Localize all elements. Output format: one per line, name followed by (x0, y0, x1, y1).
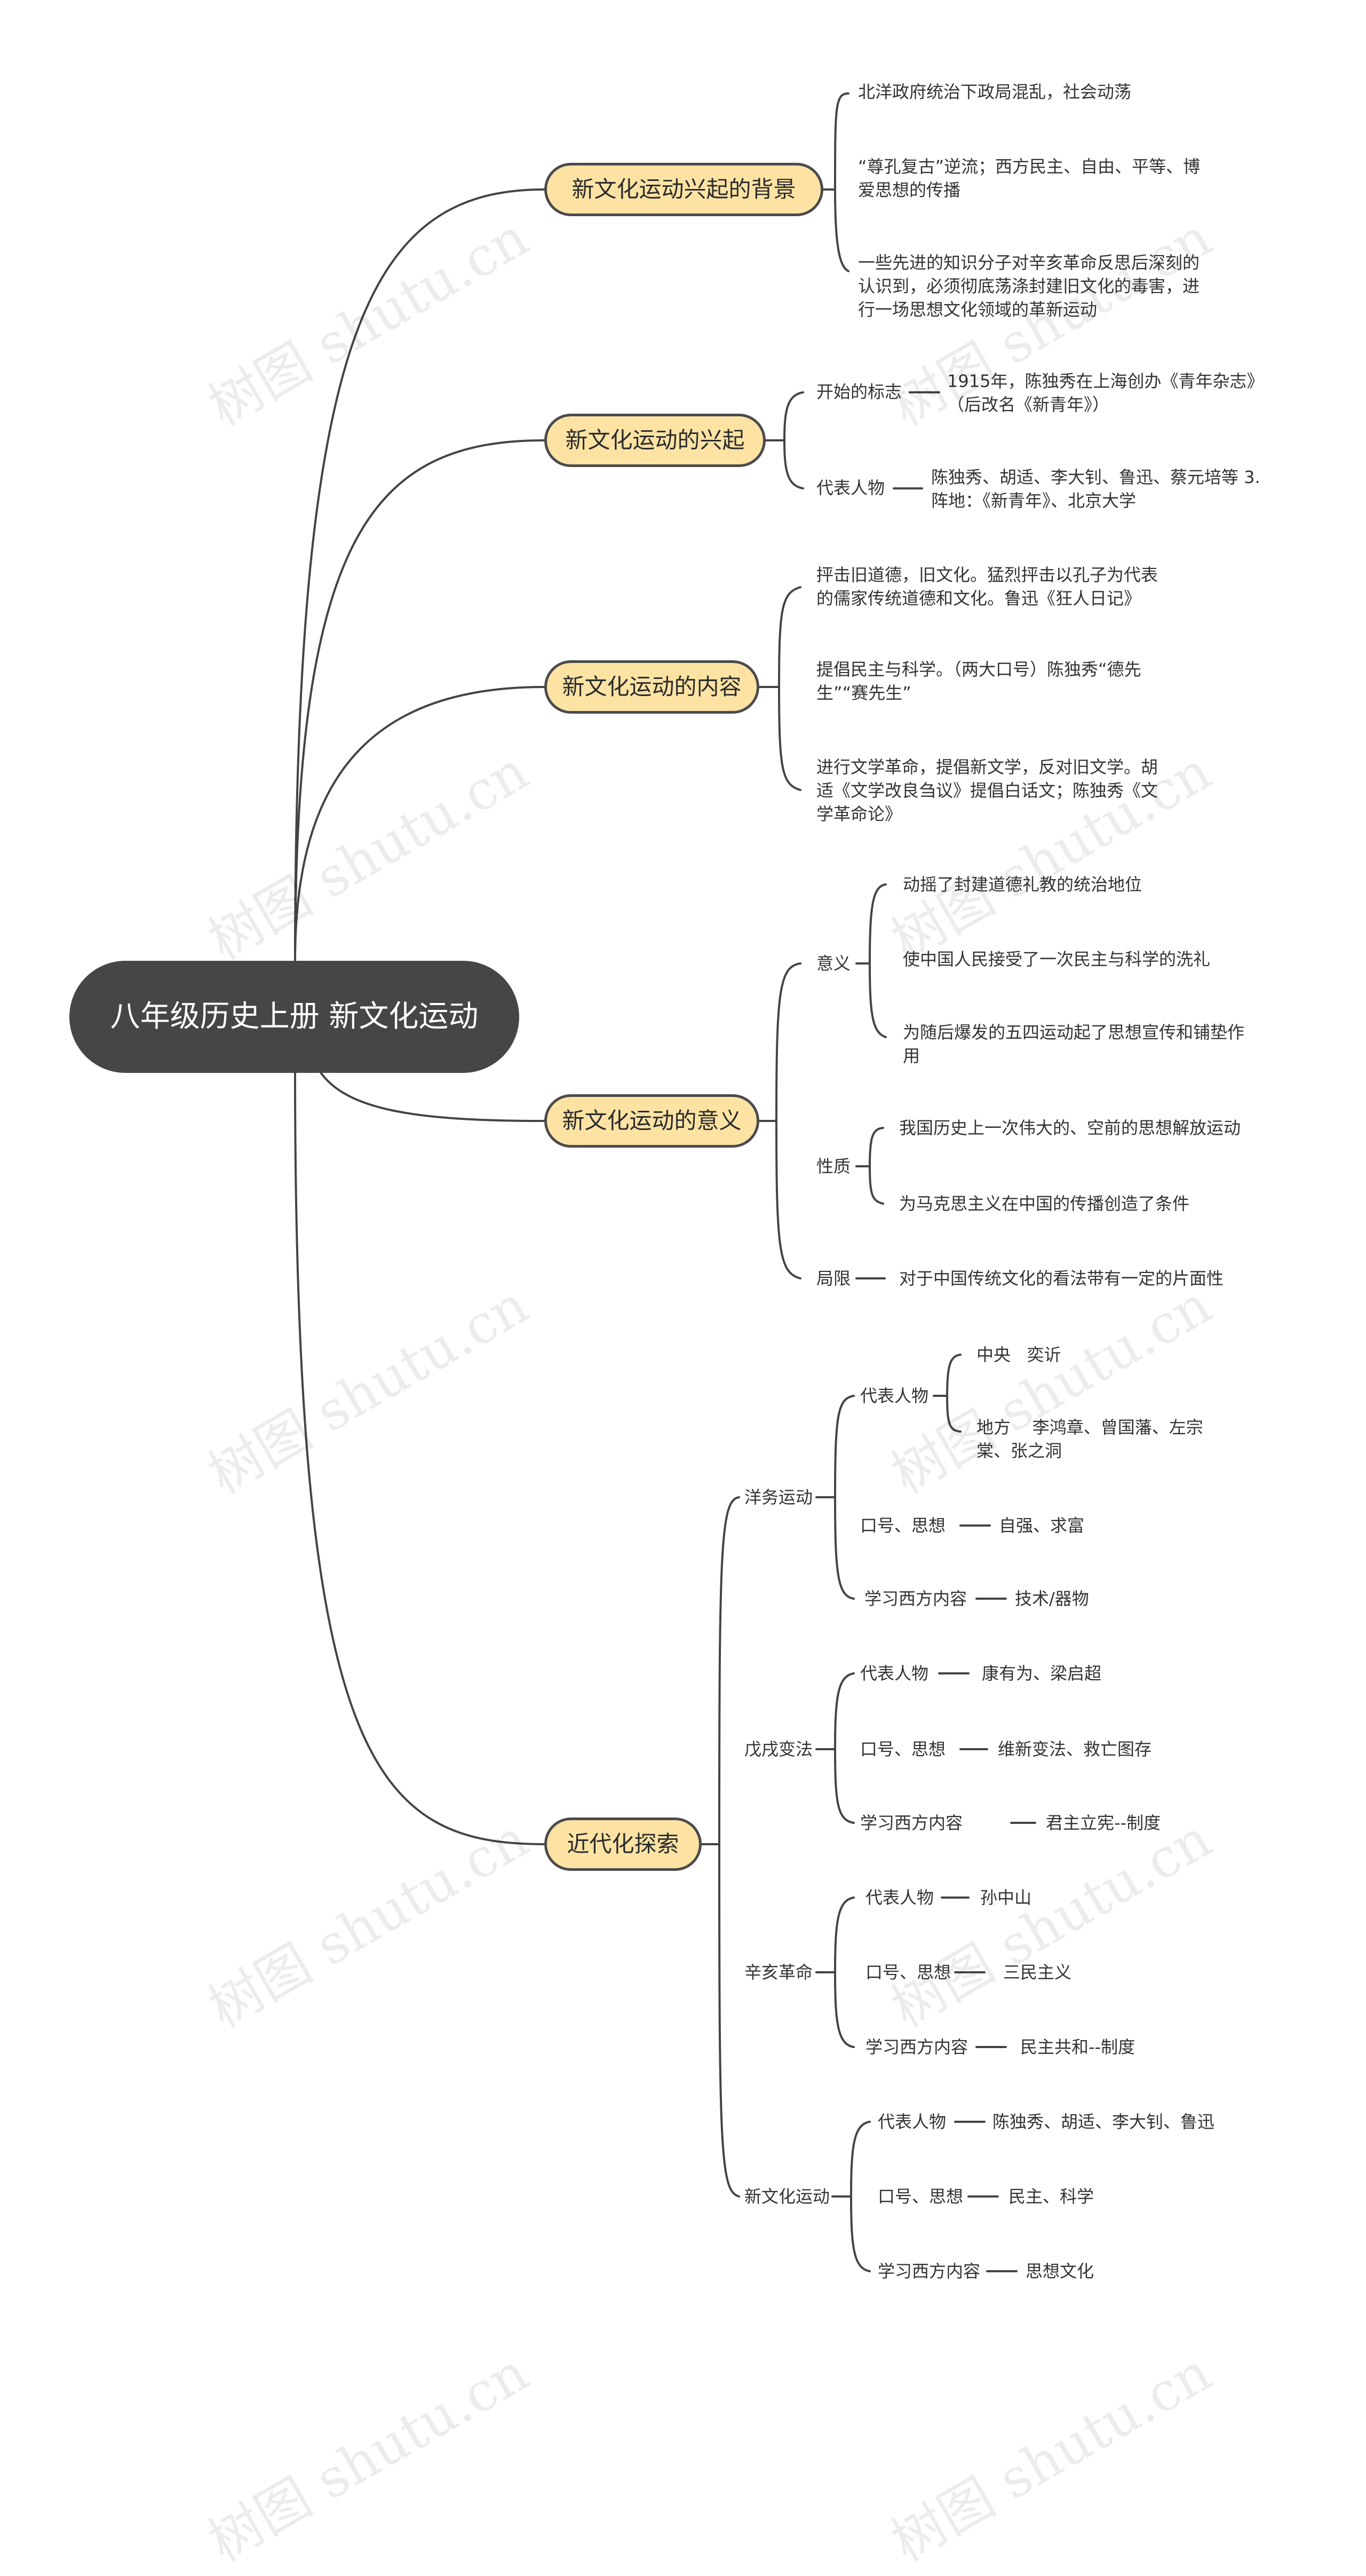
rise-label[interactable]: 开始的标志 (816, 382, 902, 402)
significance-item[interactable]: 动摇了封建道德礼教的统治地位 (903, 874, 1142, 895)
watermark: 树图 shutu.cn (198, 2341, 539, 2574)
rise-label[interactable]: 代表人物 (816, 478, 885, 498)
rise-value[interactable]: 陈独秀、胡适、李大钊、鲁迅、蔡元培等 3.阵地：《新青年》、北京大学 (931, 467, 1260, 511)
representative-label[interactable]: 代表人物 (860, 1663, 929, 1684)
root-label: 八年级历史上册 新文化运动 (110, 999, 479, 1034)
representative-label[interactable]: 代表人物 (865, 1887, 934, 1908)
background-item[interactable]: “尊孔复古”逆流；西方民主、自由、平等、博爱思想的传播 (858, 156, 1201, 200)
representative-value[interactable]: 孙中山 (980, 1887, 1032, 1908)
content-item[interactable]: 进行文学革命，提倡新文学，反对旧文学。胡适《文学改良刍议》提倡白话文；陈独秀《文… (816, 757, 1158, 824)
learning-label[interactable]: 学习西方内容 (860, 1813, 963, 1833)
significance-item[interactable]: 使中国人民接受了一次民主与科学的洗礼 (903, 949, 1211, 969)
representative-value[interactable]: 陈独秀、胡适、李大钊、鲁迅 (992, 2112, 1215, 2132)
slogan-label[interactable]: 口号、思想 (860, 1515, 946, 1536)
nature-item[interactable]: 为马克思主义在中国的传播创造了条件 (899, 1194, 1190, 1214)
slogan-value[interactable]: 维新变法、救亡图存 (998, 1739, 1152, 1759)
topic-significance[interactable]: 新文化运动的意义 (544, 1094, 759, 1148)
learning-value[interactable]: 技术/器物 (1015, 1589, 1089, 1609)
representative-value[interactable]: 康有为、梁启超 (982, 1663, 1102, 1684)
learning-value[interactable]: 民主共和--制度 (1020, 2037, 1135, 2057)
slogan-label[interactable]: 口号、思想 (860, 1739, 946, 1759)
slogan-value[interactable]: 自强、求富 (999, 1515, 1085, 1536)
topic-background[interactable]: 新文化运动兴起的背景 (544, 163, 823, 216)
watermark: 树图 shutu.cn (881, 2341, 1222, 2574)
representative-label[interactable]: 代表人物 (860, 1386, 929, 1406)
rise-value[interactable]: 1915年，陈独秀在上海创办《青年杂志》（后改名《新青年》） (947, 371, 1264, 415)
nature-label[interactable]: 性质 (816, 1156, 851, 1176)
reform-label[interactable]: 戊戌变法 (744, 1739, 813, 1759)
revolution-label[interactable]: 辛亥革命 (744, 1962, 813, 1982)
learning-label[interactable]: 学习西方内容 (865, 2037, 968, 2057)
learning-label[interactable]: 学习西方内容 (878, 2261, 981, 2281)
representative-label[interactable]: 代表人物 (878, 2112, 947, 2132)
topic-modernization[interactable]: 近代化探索 (544, 1818, 702, 1871)
background-item[interactable]: 一些先进的知识分子对辛亥革命反思后深刻的认识到，必须彻底荡涤封建旧文化的毒害，进… (858, 252, 1200, 320)
content-item[interactable]: 抨击旧道德，旧文化。猛烈抨击以孔子为代表的儒家传统道德和文化。鲁迅《狂人日记》 (816, 565, 1158, 609)
significance-item[interactable]: 为随后爆发的五四运动起了思想宣传和铺垫作用 (903, 1022, 1245, 1066)
content-item[interactable]: 提倡民主与科学。（两大口号）陈独秀“德先生”“赛先生” (816, 659, 1141, 703)
slogan-value[interactable]: 民主、科学 (1008, 2186, 1094, 2207)
westernization-label[interactable]: 洋务运动 (744, 1487, 813, 1507)
learning-value[interactable]: 思想文化 (1026, 2261, 1094, 2281)
root-node[interactable]: 八年级历史上册 新文化运动 (69, 961, 519, 1073)
connector-lines (294, 92, 1036, 2272)
limitation-value[interactable]: 对于中国传统文化的看法带有一定的片面性 (899, 1268, 1224, 1289)
learning-label[interactable]: 学习西方内容 (864, 1589, 967, 1609)
topic-content[interactable]: 新文化运动的内容 (544, 660, 759, 714)
slogan-label[interactable]: 口号、思想 (865, 1962, 951, 1982)
limitation-label[interactable]: 局限 (816, 1268, 851, 1289)
slogan-label[interactable]: 口号、思想 (878, 2186, 964, 2207)
representative-value[interactable]: 中央 奕䜣 (976, 1345, 1061, 1365)
background-item[interactable]: 北洋政府统治下政局混乱，社会动荡 (858, 82, 1132, 102)
new-culture-label[interactable]: 新文化运动 (744, 2186, 830, 2207)
topic-rise[interactable]: 新文化运动的兴起 (544, 414, 766, 467)
slogan-value[interactable]: 三民主义 (1003, 1962, 1072, 1982)
nature-item[interactable]: 我国历史上一次伟大的、空前的思想解放运动 (899, 1118, 1241, 1138)
representative-value[interactable]: 地方 李鸿章、曾国藩、左宗棠、张之洞 (976, 1417, 1203, 1461)
significance-label[interactable]: 意义 (816, 953, 851, 974)
learning-value[interactable]: 君主立宪--制度 (1046, 1813, 1161, 1833)
